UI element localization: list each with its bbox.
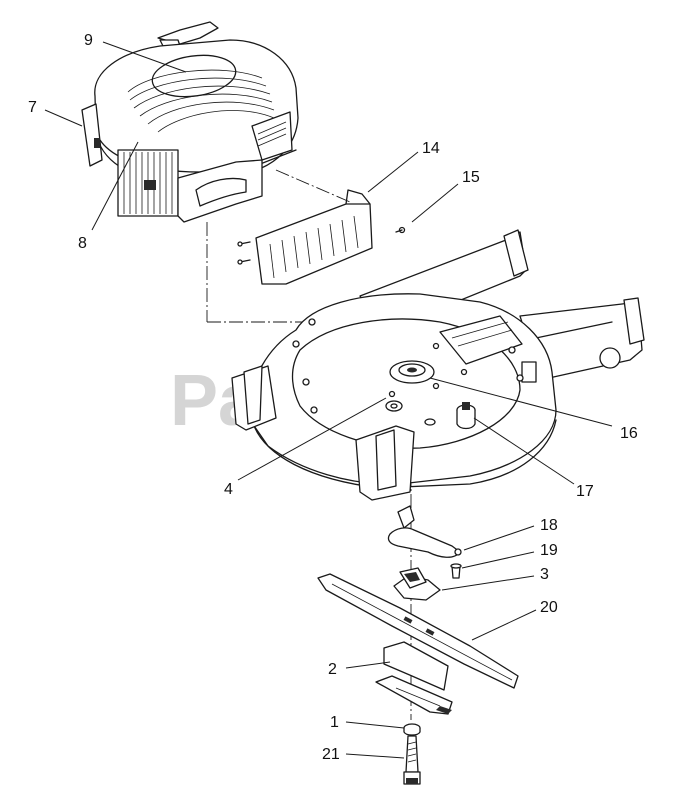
muffler (177, 159, 263, 223)
callout-15: 15 (462, 169, 480, 186)
callout-3: 3 (540, 566, 549, 583)
blade (317, 573, 519, 689)
callout-18: 18 (540, 517, 558, 534)
callout-2: 2 (328, 661, 337, 678)
callout-labels: 9 7 8 14 15 16 4 17 18 19 3 20 2 1 21 (28, 32, 638, 763)
screw (395, 226, 406, 234)
blade-adapter (393, 567, 441, 601)
callout-20: 20 (540, 599, 558, 616)
washer (403, 723, 421, 736)
callout-19: 19 (540, 542, 558, 559)
clip (387, 505, 462, 558)
deck (231, 229, 645, 501)
leader-lines (44, 41, 613, 759)
engine (81, 21, 299, 223)
callout-17: 17 (576, 483, 594, 500)
callout-4: 4 (224, 481, 233, 498)
small-screw (450, 563, 462, 579)
callout-14: 14 (422, 140, 440, 157)
callout-9: 9 (84, 32, 93, 49)
deck-washer (385, 400, 403, 412)
spacer (456, 402, 476, 430)
callout-1: 1 (330, 714, 339, 731)
callout-16: 16 (620, 425, 638, 442)
callout-21: 21 (322, 746, 340, 763)
callout-7: 7 (28, 99, 37, 116)
baffle (237, 189, 373, 285)
callout-8: 8 (78, 235, 87, 252)
air-lift (375, 641, 453, 715)
mounting-bolt (403, 735, 421, 785)
